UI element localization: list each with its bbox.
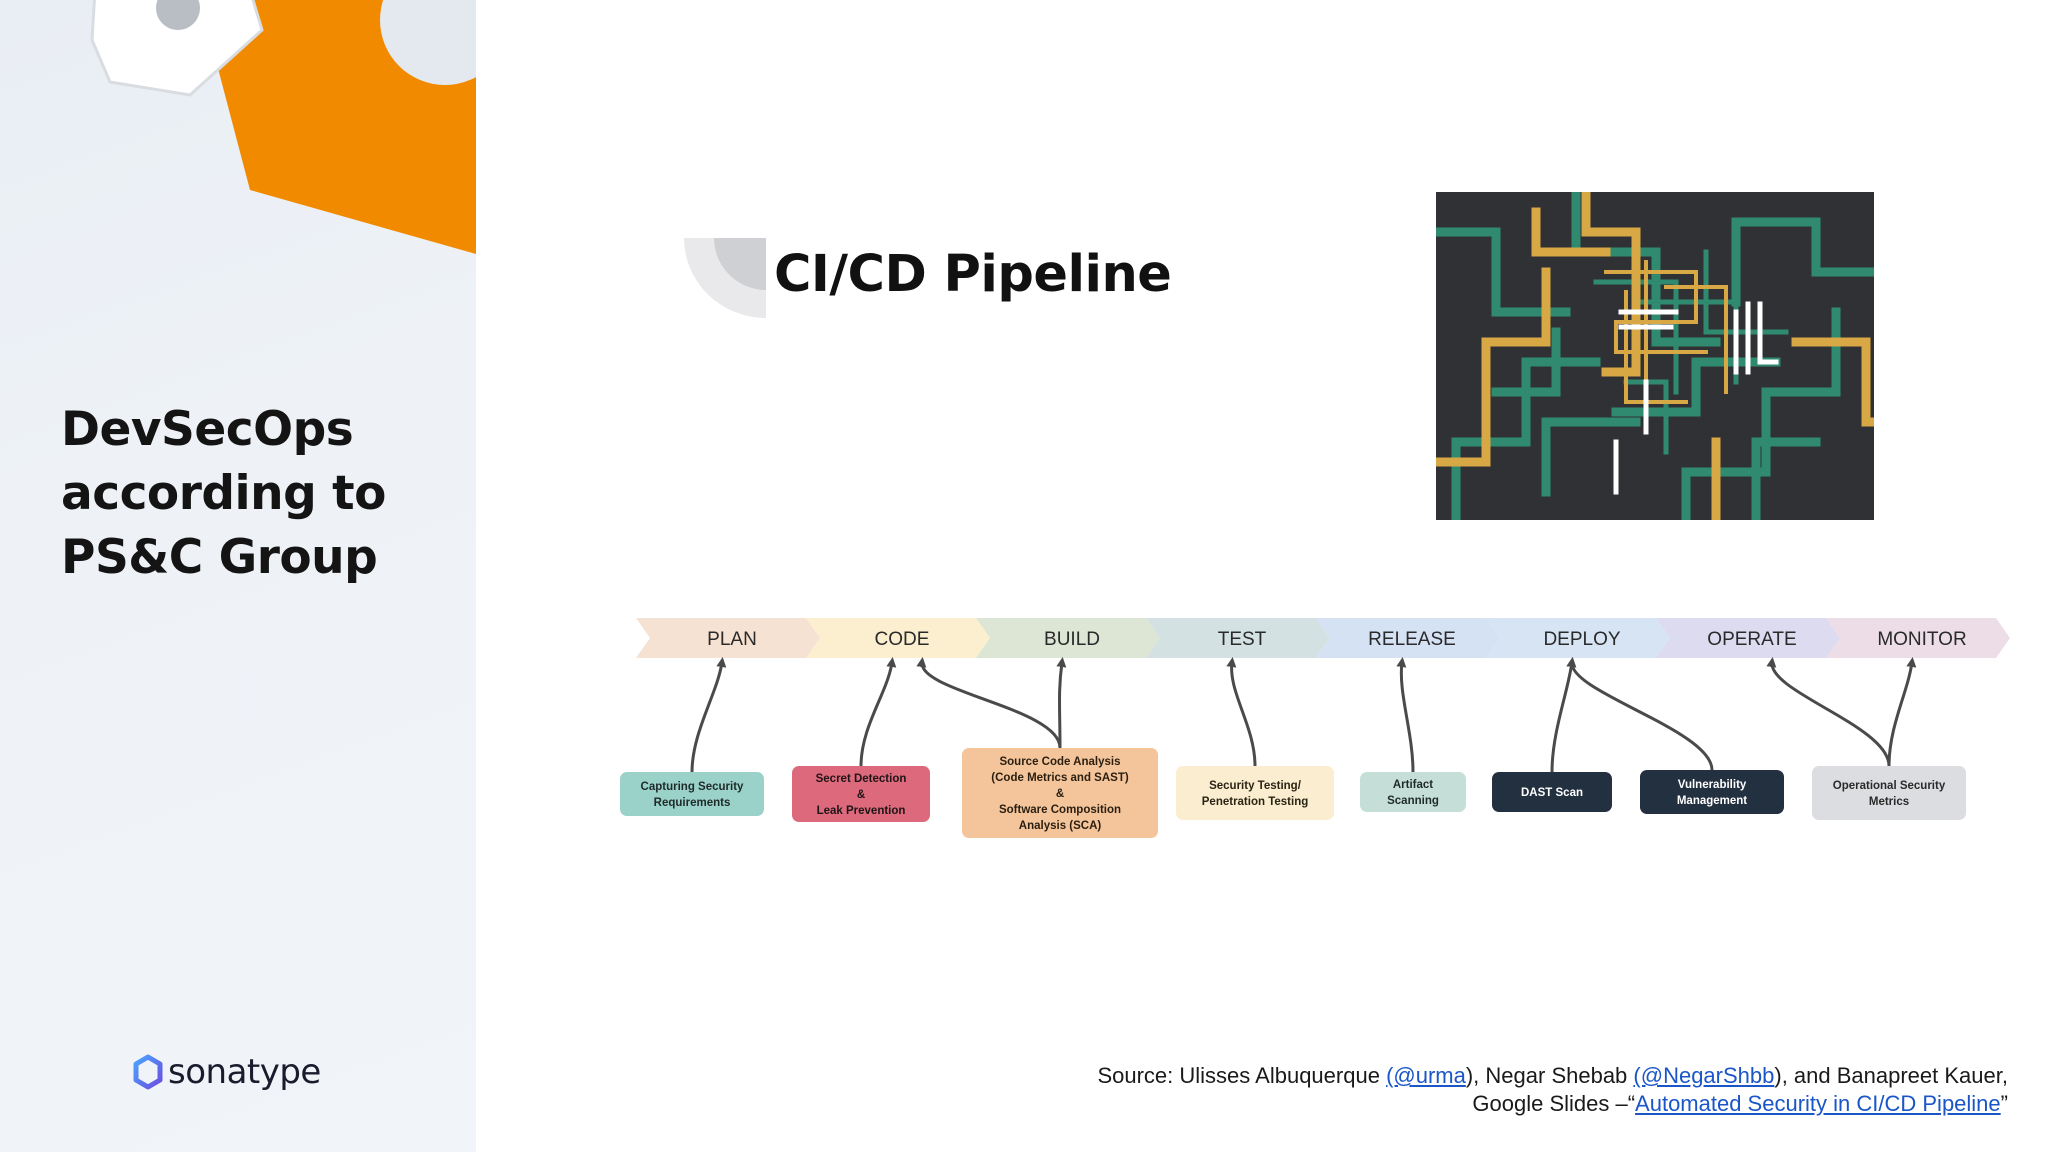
slide-title-line-2: according to (61, 466, 386, 521)
pipeline-arrow-1-0 (859, 657, 897, 767)
control-box-6 (1640, 770, 1784, 814)
brand-logo: sonatype (132, 1052, 321, 1092)
pipeline-arrow-2-0 (1056, 657, 1067, 749)
source-mid-2: ), and Banapreet Kauer, (1774, 1063, 2008, 1088)
stage-chevron-code (806, 618, 990, 658)
source-prefix: Source: Ulisses Albuquerque (1097, 1063, 1387, 1088)
pipeline-heading: CI/CD Pipeline (680, 230, 1172, 318)
control-box-label-4-1: Scanning (1387, 795, 1439, 807)
pipeline-arrow-7-0 (1887, 657, 1917, 767)
source-mid-1: ), Negar Shebab (1465, 1063, 1634, 1088)
control-box-label-1-2: Leak Prevention (817, 805, 906, 817)
control-box-label-2-0: Source Code Analysis (999, 756, 1120, 768)
orange-cutout-circle (380, 0, 476, 85)
control-box-label-5-0: DAST Scan (1521, 787, 1583, 799)
sidebar-panel: DevSecOps according to PS&C Group sonaty… (0, 0, 476, 1152)
source-line-2: Google Slides –“Automated Security in CI… (1008, 1090, 2008, 1118)
control-box-label-7-1: Metrics (1869, 796, 1909, 808)
stage-chevron-plan (636, 618, 820, 658)
source-line-1: Source: Ulisses Albuquerque (@urma), Neg… (1008, 1062, 2008, 1090)
heading-badge-icon (684, 238, 766, 318)
slide-title-line-3: PS&C Group (61, 530, 378, 585)
stage-chevron-deploy (1486, 618, 1670, 658)
control-box-label-2-2: & (1056, 788, 1064, 800)
pipeline-arrow-6-0 (1566, 657, 1714, 771)
pipes-illustration (1436, 192, 1874, 520)
control-box-label-2-1: (Code Metrics and SAST) (991, 772, 1129, 784)
slide-title: DevSecOps according to PS&C Group (61, 398, 461, 590)
control-box-label-3-0: Security Testing/ (1209, 780, 1302, 792)
sonatype-hexagon-icon (133, 1054, 163, 1090)
control-box-label-2-3: Software Composition (999, 804, 1121, 816)
source-citation: Source: Ulisses Albuquerque (@urma), Neg… (1008, 1062, 2008, 1118)
pipeline-arrow-7-1 (1766, 657, 1891, 767)
hex-nut-hole (156, 0, 200, 30)
control-box-2 (962, 748, 1158, 838)
stage-chevron-monitor (1826, 618, 2010, 658)
stage-label-test: TEST (1218, 629, 1267, 650)
control-box-label-4-0: Artifact (1393, 779, 1433, 791)
pipeline-arrow-4-0 (1396, 657, 1415, 773)
stage-label-operate: OPERATE (1707, 629, 1796, 650)
stage-chevron-release (1316, 618, 1500, 658)
control-box-1 (792, 766, 930, 822)
source-line2-prefix: Google Slides –“ (1472, 1091, 1636, 1116)
stage-label-build: BUILD (1044, 629, 1100, 650)
control-box-label-1-1: & (857, 789, 865, 801)
stage-label-plan: PLAN (707, 629, 757, 650)
twitter-link-negarshbb[interactable]: (@NegarShbb (1633, 1063, 1775, 1088)
control-box-label-1-0: Secret Detection (816, 773, 907, 785)
control-box-4 (1360, 772, 1466, 812)
pipeline-arrow-5-0 (1550, 657, 1577, 773)
stage-chevron-test (1146, 618, 1330, 658)
control-box-label-6-0: Vulnerability (1678, 779, 1747, 791)
control-box-label-0-1: Requirements (654, 797, 731, 809)
twitter-link-urma[interactable]: (@urma (1386, 1063, 1466, 1088)
control-box-0 (620, 772, 764, 816)
control-box-label-6-1: Management (1677, 795, 1747, 807)
google-slides-link[interactable]: Automated Security in CI/CD Pipeline (1635, 1091, 2001, 1116)
pipeline-arrow-0-0 (690, 657, 727, 773)
stage-chevron-operate (1656, 618, 1840, 658)
control-box-label-2-4: Analysis (SCA) (1019, 820, 1102, 832)
stage-label-code: CODE (875, 629, 930, 650)
stage-label-monitor: MONITOR (1877, 629, 1966, 650)
stage-label-deploy: DEPLOY (1543, 629, 1620, 650)
hex-nut-shape (90, 0, 264, 97)
pipeline-arrow-2-1 (916, 657, 1062, 749)
sidebar-decoration (90, 0, 476, 254)
control-box-7 (1812, 766, 1966, 820)
control-box-5 (1492, 772, 1612, 812)
pipeline-heading-text: CI/CD Pipeline (774, 244, 1172, 304)
control-box-label-3-1: Penetration Testing (1202, 796, 1309, 808)
source-line2-suffix: ” (2000, 1091, 2008, 1116)
pipeline-arrow-3-0 (1226, 657, 1257, 767)
control-box-label-0-0: Capturing Security (641, 781, 744, 793)
control-box-3 (1176, 766, 1334, 820)
stage-label-release: RELEASE (1368, 629, 1456, 650)
slide-title-line-1: DevSecOps (61, 402, 354, 457)
control-box-label-7-0: Operational Security (1833, 780, 1946, 792)
devsecops-pipeline-diagram: PLAN CODE BUILD TEST RELEASE DEPLOY OPERATE MON… (620, 618, 2010, 838)
stage-chevron-build (976, 618, 1160, 658)
pipes-image (1436, 192, 1874, 520)
brand-name: sonatype (168, 1052, 321, 1092)
